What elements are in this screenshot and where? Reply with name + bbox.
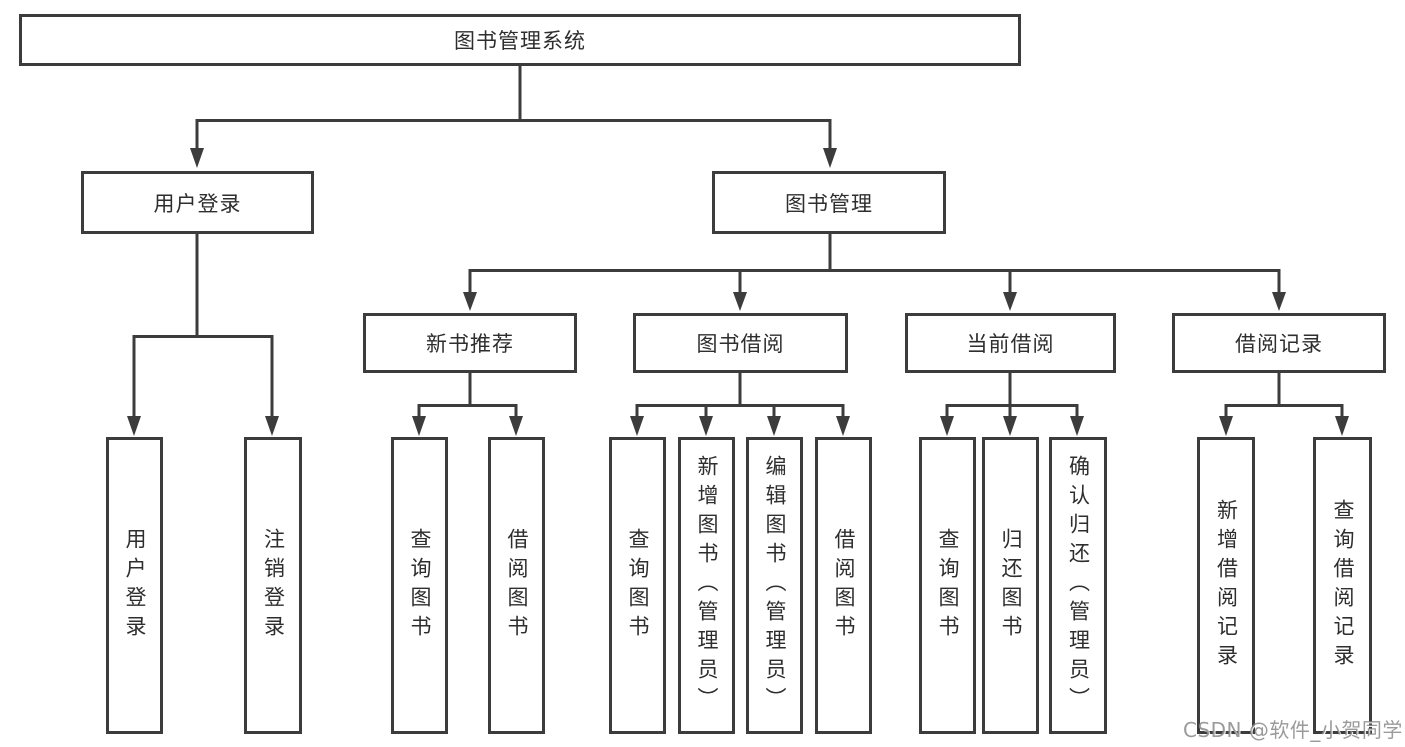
node-root-label: 图书管理系统 [454, 29, 586, 53]
arrowhead-bb-borrow [836, 416, 850, 436]
arrowhead-cb-confirm [1070, 416, 1084, 436]
connector-new-book-branch [417, 373, 518, 420]
arrowhead-new-book-recommend [463, 292, 477, 311]
leaf-bb-query-books: 查询图书 [609, 437, 666, 734]
node-user-login: 用户登录 [81, 171, 314, 234]
node-book-borrow-label: 图书借阅 [696, 332, 785, 356]
arrowhead-leaf-user-login [127, 416, 141, 436]
node-borrow-records: 借阅记录 [1172, 313, 1386, 373]
arrowhead-current-borrow [1003, 292, 1017, 311]
csdn-watermark: CSDN @软件_小贺同学 [1183, 718, 1403, 742]
connector-current-borrow-branch [945, 373, 1079, 420]
node-book-management-label: 图书管理 [785, 191, 873, 216]
leaf-bb-edit-book-admin: 编辑图书（管理员） [746, 437, 803, 734]
arrowhead-bb-query [630, 416, 644, 436]
connector-root-to-level2 [195, 66, 832, 152]
leaf-bb-add-book-admin: 新增图书（管理员） [678, 437, 735, 734]
leaf-bb-borrow-books-label: 借阅图书 [832, 527, 856, 644]
leaf-bb-borrow-books: 借阅图书 [815, 437, 872, 734]
node-book-management: 图书管理 [712, 171, 946, 234]
leaf-cb-confirm-return-admin: 确认归还（管理员） [1049, 437, 1107, 734]
arrowhead-borrow-records [1272, 292, 1286, 311]
node-book-borrow: 图书借阅 [633, 313, 848, 373]
arrowhead-br-add [1219, 416, 1233, 436]
arrowhead-bb-add [699, 416, 713, 436]
arrowhead-nb-borrow [509, 416, 523, 436]
node-new-book-recommend: 新书推荐 [363, 313, 577, 373]
leaf-cb-return-book: 归还图书 [982, 437, 1039, 734]
node-borrow-records-label: 借阅记录 [1235, 332, 1323, 356]
arrowhead-cb-return [1003, 416, 1017, 436]
leaf-br-add-record: 新增借阅记录 [1197, 437, 1255, 734]
leaf-nb-query-books-label: 查询图书 [408, 527, 432, 644]
leaf-br-query-record-label: 查询借阅记录 [1331, 498, 1355, 673]
leaf-cb-query-books-label: 查询图书 [936, 527, 960, 644]
leaf-nb-borrow-books: 借阅图书 [488, 437, 545, 734]
leaf-bb-query-books-label: 查询图书 [626, 527, 650, 644]
leaf-cb-query-books: 查询图书 [919, 437, 976, 734]
arrowhead-leaf-logout [265, 416, 279, 436]
leaf-br-query-record: 查询借阅记录 [1313, 437, 1372, 734]
leaf-bb-edit-book-admin-label: 编辑图书（管理员） [763, 455, 787, 716]
arrowhead-cb-query [940, 416, 954, 436]
arrowhead-br-query [1335, 416, 1349, 436]
connector-user-login-branch [132, 234, 274, 420]
arrowhead-user-login [190, 148, 204, 168]
arrowhead-book-management [823, 148, 837, 168]
leaf-bb-add-book-admin-label: 新增图书（管理员） [695, 455, 719, 716]
leaf-user-login-label: 用户登录 [123, 527, 147, 644]
connector-book-borrow-branch [635, 373, 845, 420]
connector-borrow-records-branch [1224, 373, 1344, 420]
leaf-logout-label: 注销登录 [261, 527, 286, 644]
node-new-book-recommend-label: 新书推荐 [426, 332, 514, 356]
leaf-logout: 注销登录 [244, 437, 302, 734]
connector-book-management-branch [468, 234, 1281, 295]
leaf-nb-borrow-books-label: 借阅图书 [505, 527, 529, 644]
leaf-user-login: 用户登录 [106, 437, 163, 734]
arrowhead-nb-query [412, 416, 426, 436]
leaf-br-add-record-label: 新增借阅记录 [1214, 498, 1239, 673]
leaf-cb-return-book-label: 归还图书 [999, 527, 1023, 644]
leaf-nb-query-books: 查询图书 [391, 437, 448, 734]
leaf-cb-confirm-return-admin-label: 确认归还（管理员） [1066, 455, 1091, 716]
node-root: 图书管理系统 [19, 14, 1021, 66]
node-user-login-label: 用户登录 [153, 191, 242, 216]
arrowhead-book-borrow [733, 292, 747, 311]
node-current-borrow: 当前借阅 [905, 313, 1116, 373]
node-current-borrow-label: 当前借阅 [966, 332, 1055, 356]
arrowhead-bb-edit [767, 416, 781, 436]
